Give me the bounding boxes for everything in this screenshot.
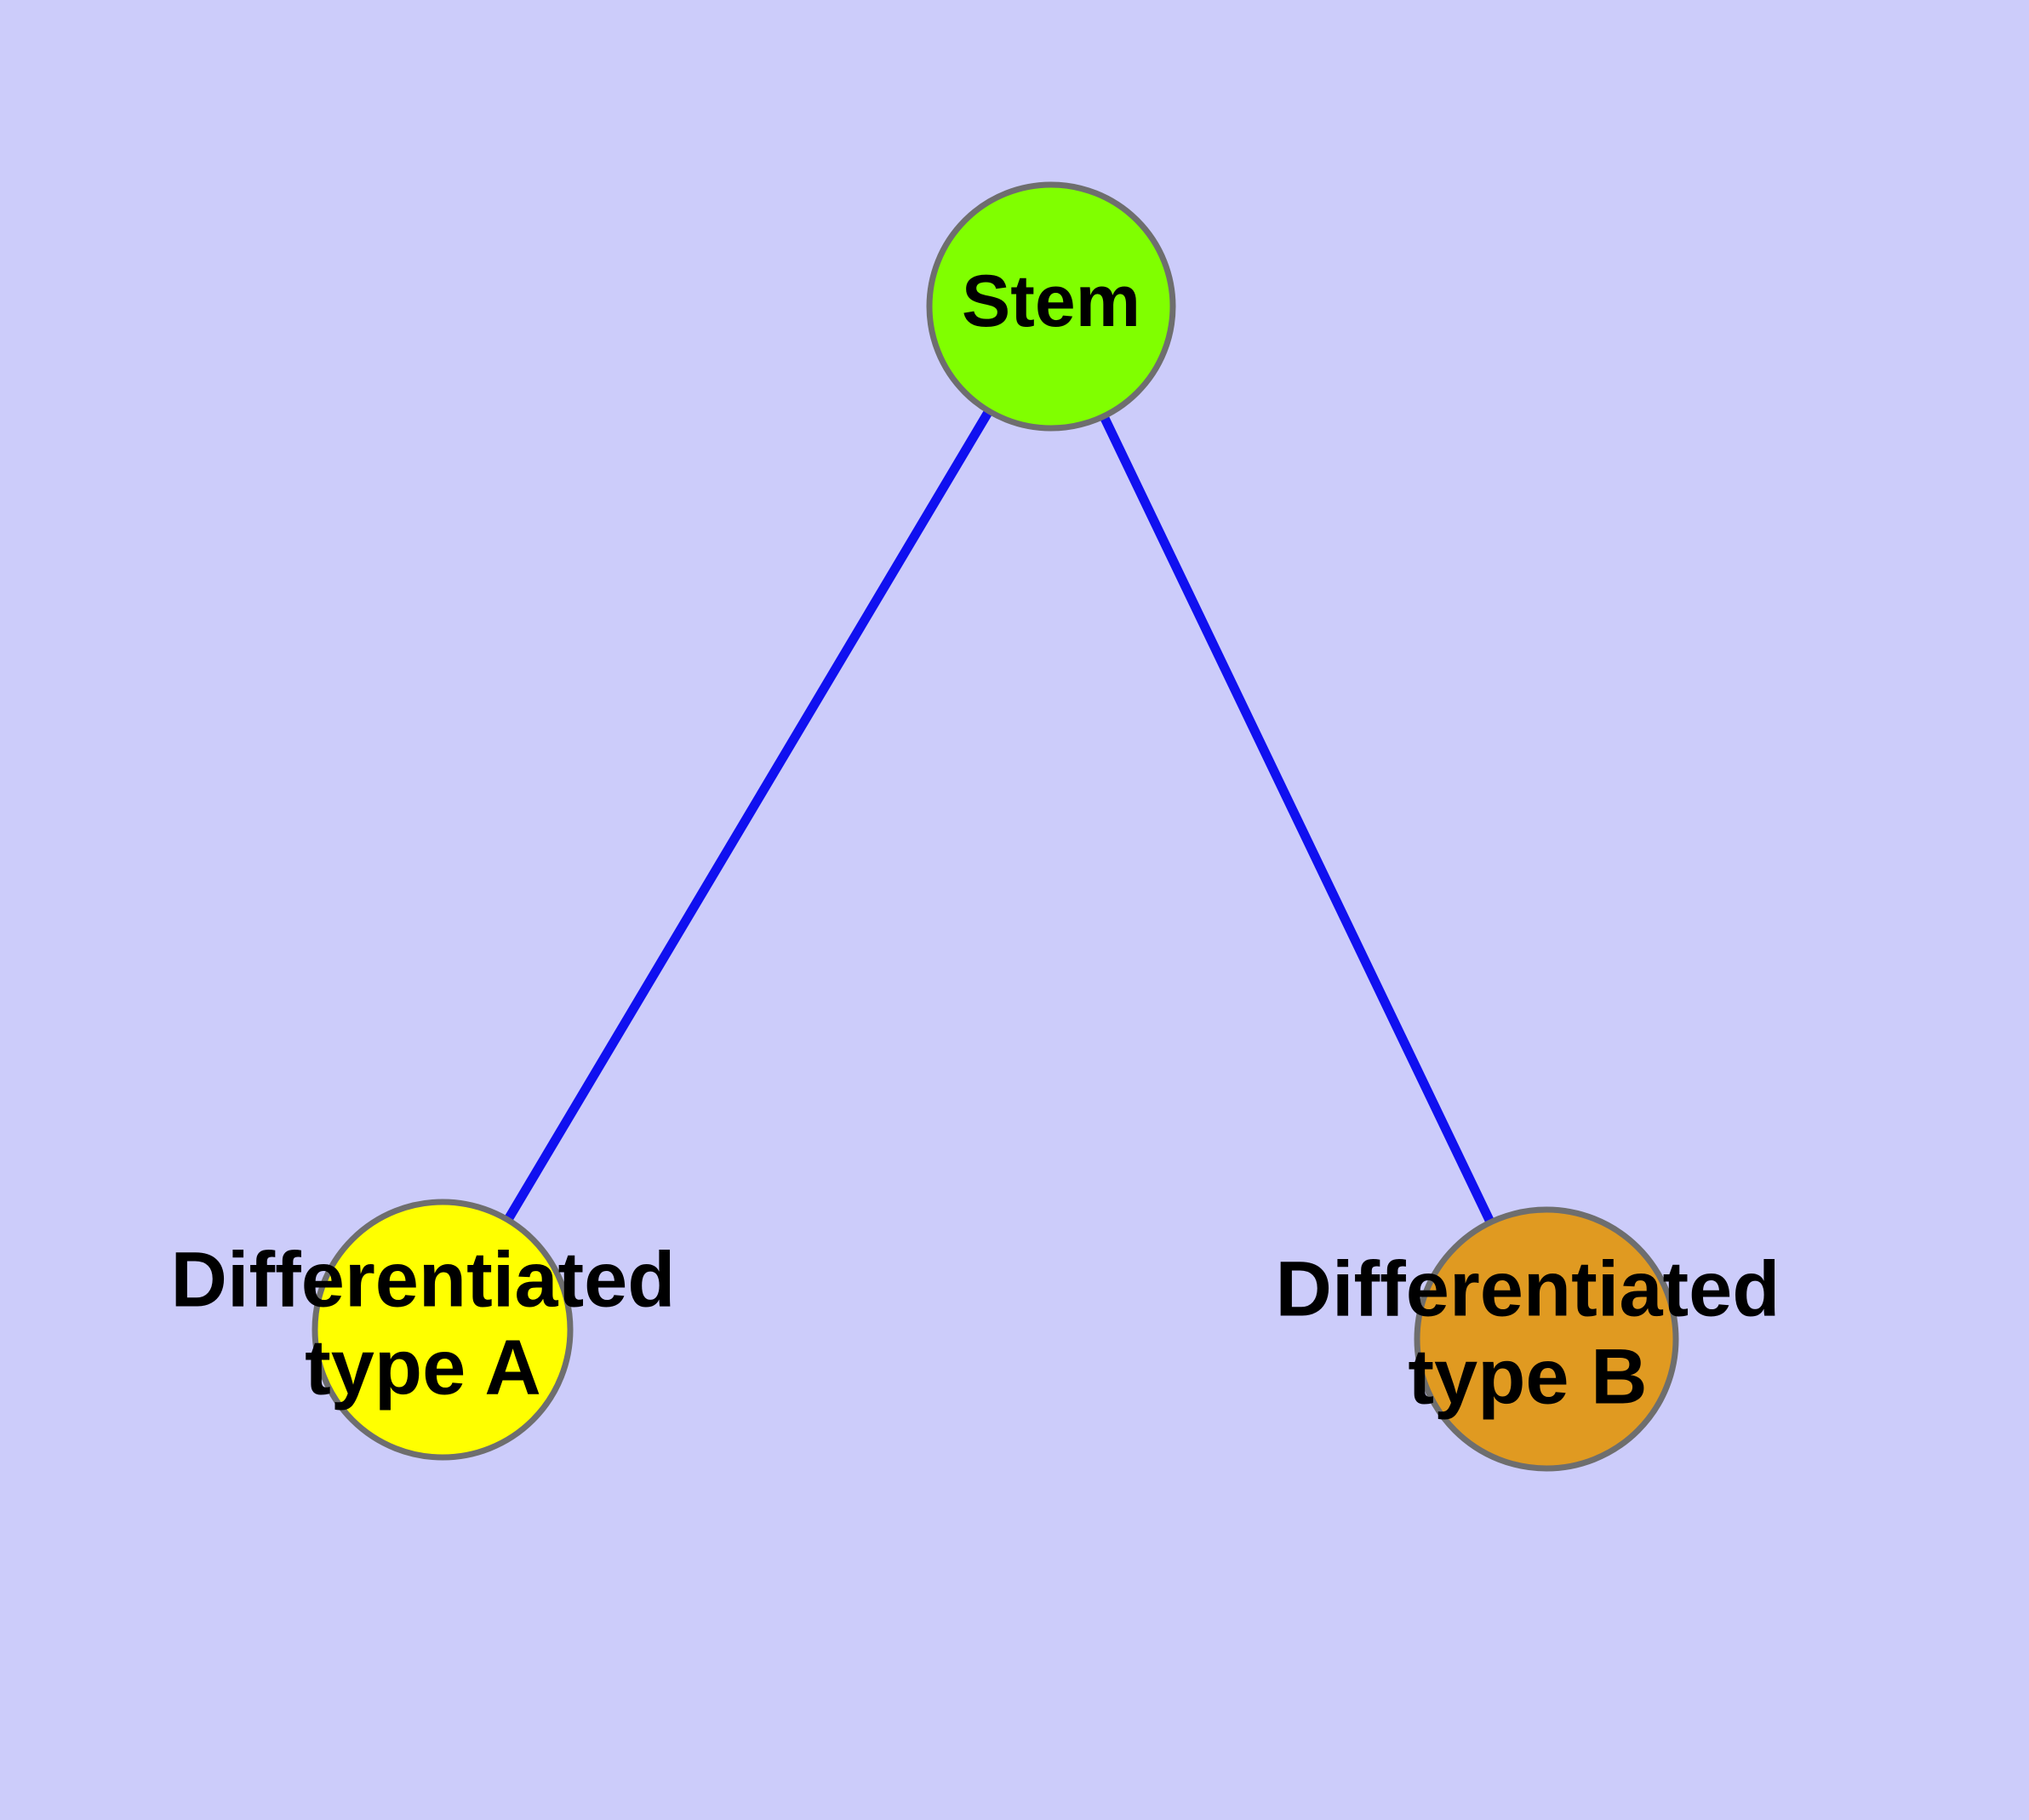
node-label-line: type B — [1408, 1334, 1647, 1421]
node-diff_b[interactable] — [1414, 1206, 1679, 1472]
node-label-line: Differentiated — [1276, 1246, 1780, 1333]
node-label-stem: Stem — [962, 260, 1140, 342]
nodes-layer — [311, 181, 1679, 1472]
edge-stem-to-a[interactable] — [438, 304, 1055, 1332]
node-stem[interactable] — [926, 181, 1176, 432]
node-diff_a[interactable] — [311, 1199, 574, 1461]
edge-stem-to-b[interactable] — [1047, 304, 1551, 1342]
node-label-line: type A — [305, 1325, 541, 1411]
node-label-line: Differentiated — [171, 1237, 676, 1324]
edges-layer — [438, 304, 1551, 1342]
node-label-line: Stem — [962, 260, 1140, 342]
